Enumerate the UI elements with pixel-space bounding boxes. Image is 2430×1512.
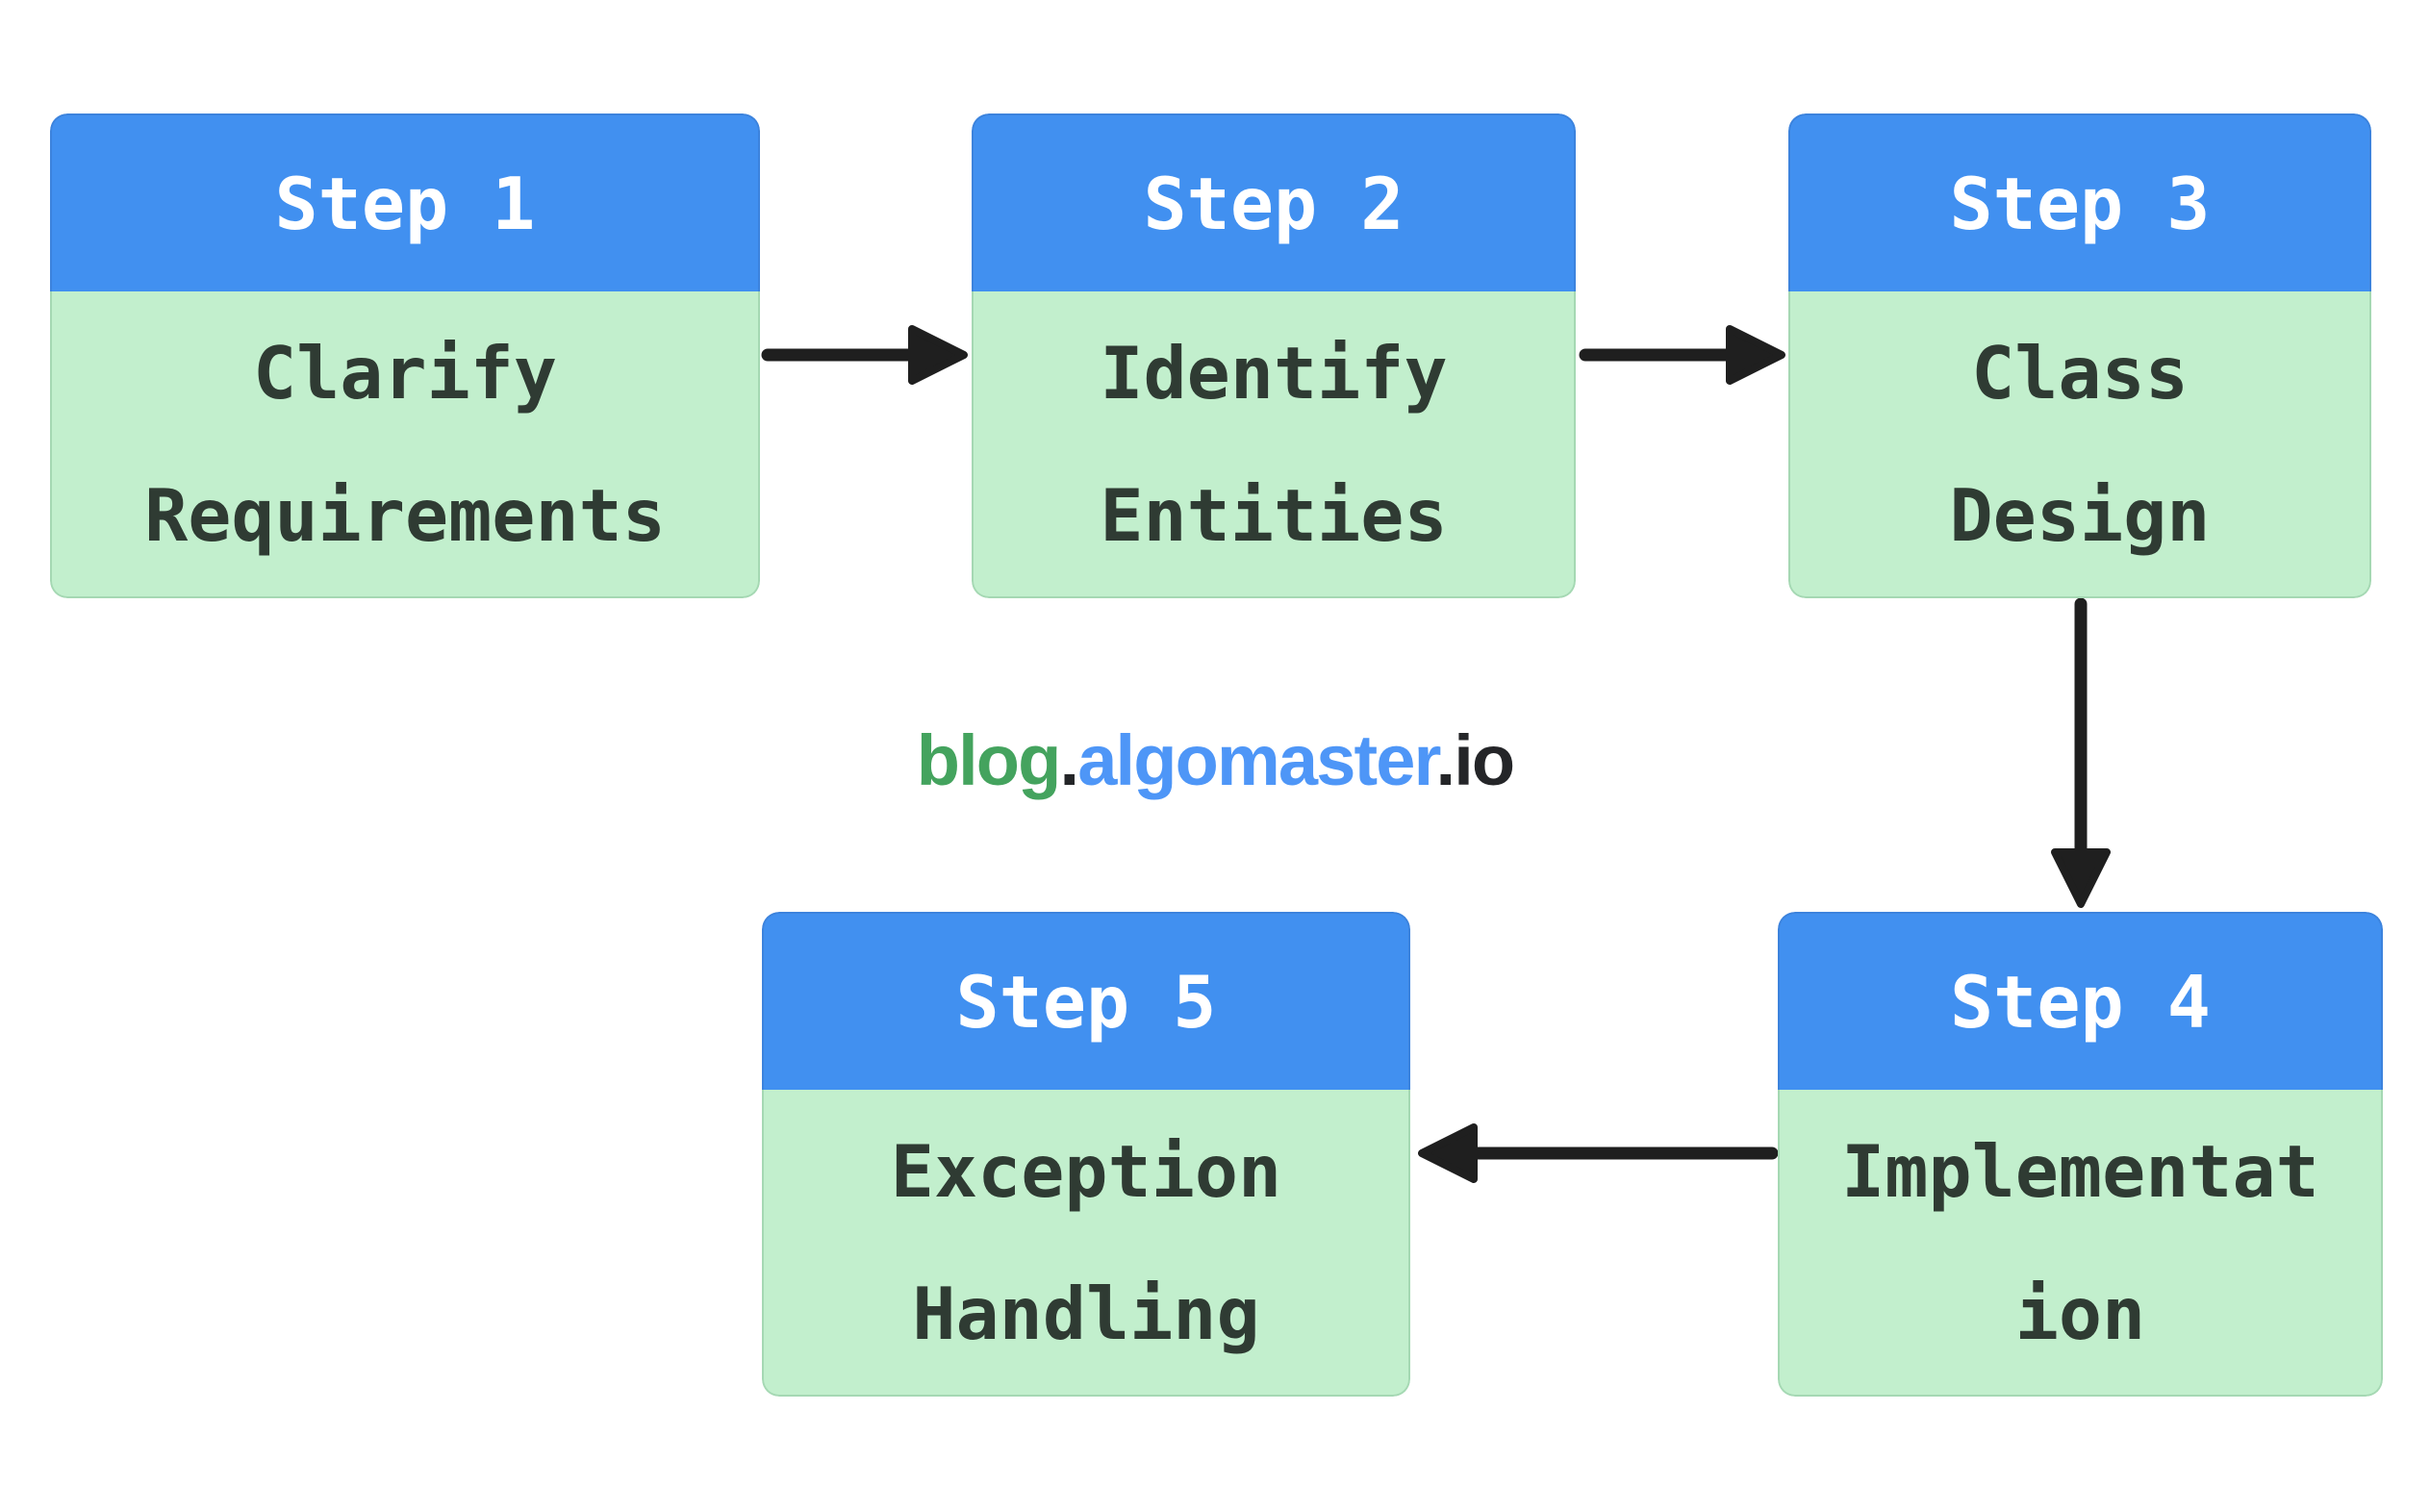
flow-node-step-4: Step 4 Implementat ion (1778, 912, 2383, 1397)
step-1-body: Clarify Requirements (50, 291, 760, 598)
watermark-algomaster: algomaster (1077, 720, 1437, 800)
step-1-header: Step 1 (50, 113, 760, 291)
watermark-blog: blog (916, 720, 1062, 800)
step-4-header: Step 4 (1778, 912, 2383, 1090)
flow-node-step-1: Step 1 Clarify Requirements (50, 113, 760, 598)
arrow-step4-to-step5 (1418, 1123, 1779, 1183)
step-2-body: Identify Entities (972, 291, 1576, 598)
flow-node-step-2: Step 2 Identify Entities (972, 113, 1576, 598)
arrow-step1-to-step2 (761, 325, 968, 385)
watermark-dot: . (1059, 720, 1080, 800)
watermark-io: .io (1435, 720, 1515, 800)
flow-node-step-3: Step 3 Class Design (1788, 113, 2371, 598)
step-5-header: Step 5 (762, 912, 1410, 1090)
arrow-step2-to-step3 (1579, 325, 1785, 385)
step-5-body: Exception Handling (762, 1090, 1410, 1397)
step-4-body: Implementat ion (1778, 1090, 2383, 1397)
step-3-body: Class Design (1788, 291, 2371, 598)
flow-node-step-5: Step 5 Exception Handling (762, 912, 1410, 1397)
watermark: blog.algomaster.io (0, 725, 2430, 796)
step-2-header: Step 2 (972, 113, 1576, 291)
step-3-header: Step 3 (1788, 113, 2371, 291)
